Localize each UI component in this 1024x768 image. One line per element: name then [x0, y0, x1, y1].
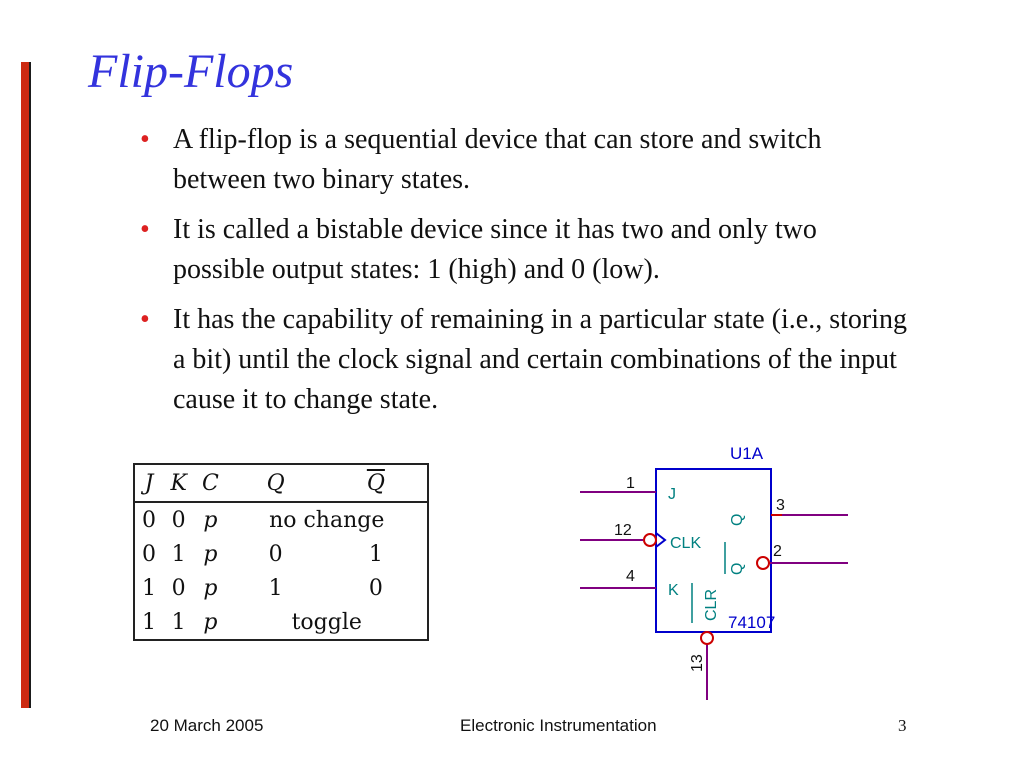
chip-part-number: 74107 [728, 613, 775, 632]
bullet-text: It is called a bistable device since it … [173, 214, 817, 285]
cell-k: 1 [171, 541, 186, 567]
q-bar-inverter-bubble [756, 556, 770, 570]
bullet-icon: • [140, 214, 150, 245]
table-row: 0 1 p 0 1 [134, 537, 428, 571]
pin-number-j: 1 [626, 475, 635, 492]
pin-number-clk: 12 [614, 522, 632, 539]
cell-j: 0 [141, 507, 156, 533]
chip-outline [655, 468, 772, 633]
cell-q-bar: 1 [368, 541, 383, 567]
header-k: K [162, 464, 195, 503]
jk-flip-flop-symbol: U1A 1 J 12 CLK 4 K 3 Q 2 Q 13 CLR 74107 [580, 444, 848, 700]
cell-result: toggle [291, 609, 362, 635]
cell-j: 0 [141, 541, 156, 567]
cell-c: p [203, 575, 218, 601]
header-j: J [134, 464, 163, 503]
header-c: C [194, 464, 227, 503]
cell-k: 0 [171, 575, 186, 601]
cell-result: no change [269, 507, 385, 533]
bullet-item: • It has the capability of remaining in … [140, 300, 910, 420]
page-number: 3 [898, 716, 907, 735]
footer-date: 20 March 2005 [150, 716, 264, 735]
truth-table: J K C Q Q 0 0 p no change 0 1 p 0 1 1 0 … [133, 463, 429, 641]
table-row: 1 1 p toggle [134, 605, 428, 640]
bullet-list: • A flip-flop is a sequential device tha… [140, 120, 910, 430]
header-q: Q [226, 464, 325, 503]
pin-label-clr: CLR [703, 589, 720, 621]
pin-label-q-bar: Q [729, 563, 746, 575]
accent-bar [21, 62, 29, 708]
pin-label-k: K [668, 582, 679, 599]
cell-c: p [203, 541, 218, 567]
cell-k: 0 [171, 507, 186, 533]
pin-number-q-bar: 2 [773, 543, 782, 560]
clock-inverter-bubble [643, 533, 657, 547]
pin-label-j: J [668, 486, 676, 503]
bullet-item: • A flip-flop is a sequential device tha… [140, 120, 910, 200]
cell-q-bar: 0 [368, 575, 383, 601]
pin-label-clk: CLK [670, 535, 701, 552]
slide-title: Flip-Flops [88, 45, 294, 98]
cell-c: p [203, 609, 218, 635]
bullet-icon: • [140, 304, 150, 335]
table-row: 0 0 p no change [134, 502, 428, 537]
cell-j: 1 [141, 575, 156, 601]
cell-q: 0 [268, 541, 283, 567]
bullet-text: It has the capability of remaining in a … [173, 304, 907, 415]
footer-title: Electronic Instrumentation [460, 716, 657, 735]
header-q-bar: Q [324, 464, 428, 503]
pin-label-q: Q [729, 514, 746, 526]
clock-edge-icon [655, 532, 667, 548]
pin-number-clr: 13 [689, 654, 706, 672]
cell-j: 1 [141, 609, 156, 635]
cell-q: 1 [268, 575, 283, 601]
bullet-item: • It is called a bistable device since i… [140, 210, 910, 290]
clr-inverter-bubble [700, 631, 714, 645]
table-row: 1 0 p 1 0 [134, 571, 428, 605]
chip-ref-label: U1A [730, 444, 764, 463]
cell-c: p [203, 507, 218, 533]
table-header-row: J K C Q Q [134, 464, 428, 503]
pin-number-q: 3 [776, 497, 785, 514]
pin-number-k: 4 [626, 568, 635, 585]
bullet-text: A flip-flop is a sequential device that … [173, 124, 822, 195]
bullet-icon: • [140, 124, 150, 155]
cell-k: 1 [171, 609, 186, 635]
